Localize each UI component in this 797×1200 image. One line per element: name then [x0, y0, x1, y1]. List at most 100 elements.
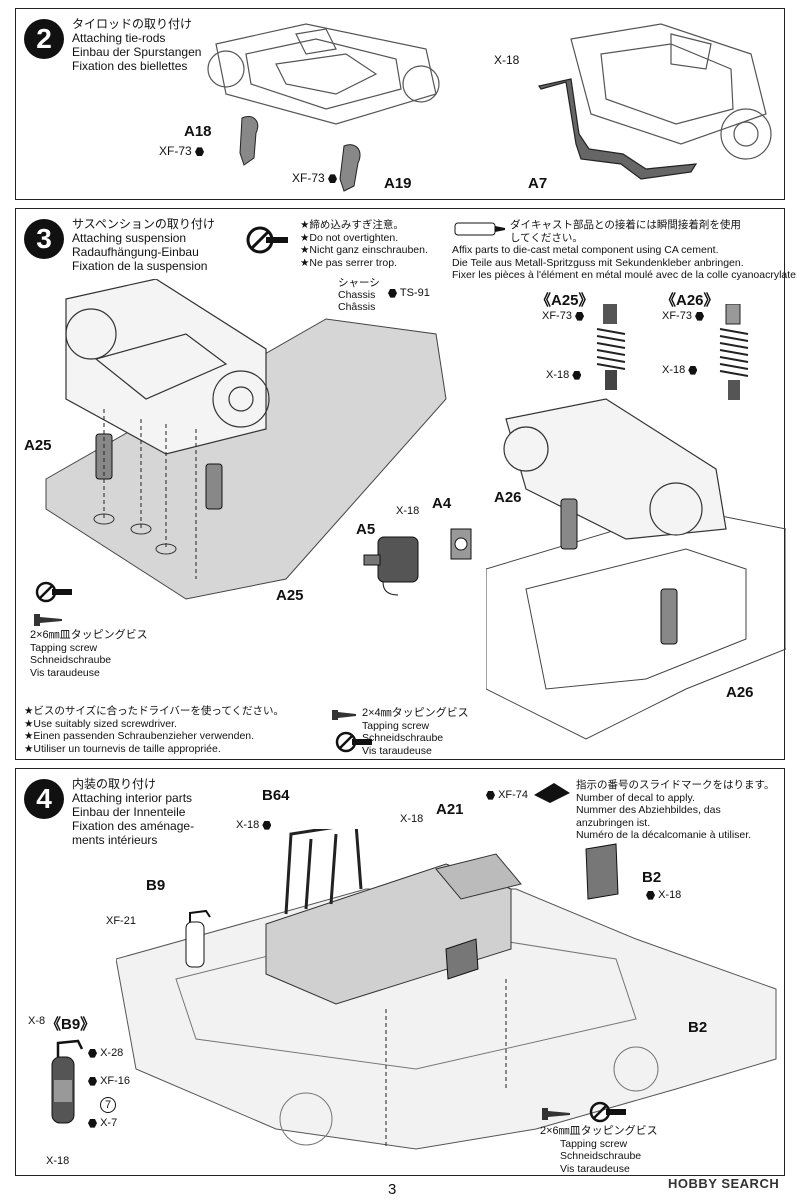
- hex-paint-icon: [646, 890, 655, 900]
- tapping-screw-icon: [542, 1108, 570, 1120]
- label-a26-detail: 《A26》: [661, 292, 719, 309]
- label-a5: A5: [356, 521, 376, 538]
- title-de: Radaufhängung-Einbau: [72, 245, 199, 259]
- driver-size-note: ★ビスのサイズに合ったドライバーを使ってください。 ★Use suitably …: [24, 705, 285, 755]
- part-a4-illustration: [450, 528, 472, 560]
- ca-cement-tube-icon: [454, 222, 505, 236]
- title-en: Attaching interior parts: [72, 791, 193, 805]
- label-a21: A21: [436, 801, 464, 818]
- step-4-number: 4: [24, 779, 64, 819]
- chassis-label: シャーシ Chassis Châssis: [338, 277, 380, 313]
- paint-xf16: XF-16: [88, 1075, 130, 1087]
- label-b2-side: B2: [688, 1019, 708, 1036]
- paint-x18-roll: X-18: [236, 819, 272, 831]
- paint-ts91: TS-91: [388, 287, 430, 299]
- label-a18: A18: [184, 123, 212, 140]
- interior-hull-illustration: [116, 829, 777, 1150]
- paint-x18-a4: X-18: [396, 505, 420, 517]
- hex-paint-icon: [88, 1118, 97, 1128]
- paint-xf21: XF-21: [106, 915, 136, 927]
- hex-paint-icon: [688, 365, 698, 375]
- title-fr: Fixation de la suspension: [72, 259, 208, 273]
- label-b2-upper: B2: [642, 869, 662, 886]
- title-de: Einbau der Innenteile: [72, 805, 186, 819]
- label-a25-detail: 《A25》: [536, 292, 594, 309]
- tapping-screw-2x6-step4: 2×6㎜皿タッピングビス Tapping screw Schneidschrau…: [540, 1125, 658, 1175]
- step-4-title: 内装の取り付け Attaching interior parts Einbau …: [72, 777, 194, 847]
- front-axle-illustration: [207, 23, 440, 125]
- title-de: Einbau der Spurstangen: [72, 45, 202, 59]
- fire-extinguisher-detail: [51, 1039, 84, 1124]
- no-overtighten-screwdriver-icon: [246, 226, 288, 254]
- paint-x18-a25: X-18: [546, 369, 582, 381]
- no-overtighten-screwdriver-icon: [589, 1101, 626, 1123]
- tapping-screw-icon: [34, 614, 62, 626]
- label-a26-lower: A26: [726, 684, 754, 701]
- hex-paint-icon: [328, 174, 338, 184]
- fire-extinguisher-b9: [185, 909, 211, 968]
- label-b9: B9: [146, 877, 166, 894]
- paint-xf73-a26: XF-73: [662, 310, 705, 322]
- label-a25-bottom: A25: [276, 587, 304, 604]
- step-4-panel: 4 内装の取り付け Attaching interior parts Einba…: [15, 768, 785, 1176]
- step-3-panel: 3 サスペンションの取り付け Attaching suspension Rada…: [15, 208, 797, 760]
- title-en: Attaching suspension: [72, 231, 187, 245]
- rear-suspension-illustration: [486, 398, 786, 740]
- title-ja: サスペンションの取り付け: [72, 217, 215, 231]
- step-2-title: タイロッドの取り付け Attaching tie-rods Einbau der…: [72, 17, 201, 73]
- no-overtighten-screwdriver-icon: [35, 581, 72, 603]
- step-3-title: サスペンションの取り付け Attaching suspension Radauf…: [72, 217, 215, 273]
- step-3-number: 3: [24, 219, 64, 259]
- assembled-front-axle-illustration: [538, 23, 772, 180]
- no-overtighten-screwdriver-icon: [335, 731, 372, 753]
- paint-x18-b2: X-18: [646, 889, 681, 901]
- paint-xf73-a: XF-73: [159, 144, 205, 158]
- decal-note: 指示の番号のスライドマークをはります。 Number of decal to a…: [576, 779, 775, 841]
- paint-x7: X-7: [88, 1117, 117, 1129]
- title-ja: 内装の取り付け: [72, 777, 157, 791]
- title-en: Attaching tie-rods: [72, 31, 166, 45]
- paint-xf73-a25: XF-73: [542, 310, 585, 322]
- label-a19: A19: [384, 175, 412, 192]
- hex-paint-icon: [88, 1076, 97, 1086]
- title-fr-cont: ments intérieurs: [72, 833, 158, 847]
- paint-xf74: XF-74: [486, 789, 528, 801]
- hex-paint-icon: [575, 311, 585, 321]
- step-2-panel: 2 タイロッドの取り付け Attaching tie-rods Einbau d…: [15, 8, 785, 200]
- title-ja: タイロッドの取り付け: [72, 17, 193, 31]
- title-fr: Fixation des biellettes: [72, 59, 188, 73]
- paint-x28: X-28: [88, 1047, 123, 1059]
- label-b9-detail: 《B9》: [46, 1016, 96, 1033]
- label-a4: A4: [432, 495, 452, 512]
- paint-x18: X-18: [494, 53, 520, 67]
- hex-paint-icon: [262, 820, 272, 830]
- part-a5-illustration: [363, 536, 419, 596]
- hex-paint-icon: [486, 790, 495, 800]
- hex-paint-icon: [695, 311, 705, 321]
- hex-paint-icon: [195, 147, 205, 157]
- watermark-logo: HOBBY SEARCH: [668, 1176, 780, 1191]
- hex-paint-icon: [572, 370, 582, 380]
- label-a25-left: A25: [24, 437, 52, 454]
- title-fr: Fixation des aménage-: [72, 819, 195, 833]
- label-a7: A7: [528, 175, 548, 192]
- shock-a25-detail: [596, 304, 626, 390]
- paint-x18-a26: X-18: [662, 364, 698, 376]
- tapping-screw-icon: [332, 710, 356, 720]
- paint-xf73-b: XF-73: [292, 171, 338, 185]
- page-number: 3: [388, 1181, 397, 1198]
- shock-a26-detail: [719, 304, 749, 400]
- hex-paint-icon: [388, 288, 397, 298]
- step-2-number: 2: [24, 19, 64, 59]
- label-a26-upper: A26: [494, 489, 522, 506]
- paint-x18-seat: X-18: [400, 813, 424, 825]
- tapping-screw-2x4: 2×4㎜タッピングビス Tapping screw Schneidschraub…: [362, 707, 469, 757]
- ca-cement-note: ダイキャスト部品との接着には瞬間接着剤を使用 してください。 Affix par…: [452, 219, 797, 281]
- tie-rod-a18-part: [239, 116, 259, 166]
- hex-paint-icon: [88, 1048, 97, 1058]
- chassis-suspension-illustration: [45, 279, 447, 600]
- decal-number-badge: 7: [100, 1097, 116, 1113]
- overtighten-warning: ★締め込みすぎ注意。 ★Do not overtighten. ★Nicht g…: [300, 219, 428, 269]
- paint-x18-detail: X-18: [46, 1155, 70, 1167]
- tapping-screw-2x6: 2×6㎜皿タッピングビス Tapping screw Schneidschrau…: [30, 629, 148, 679]
